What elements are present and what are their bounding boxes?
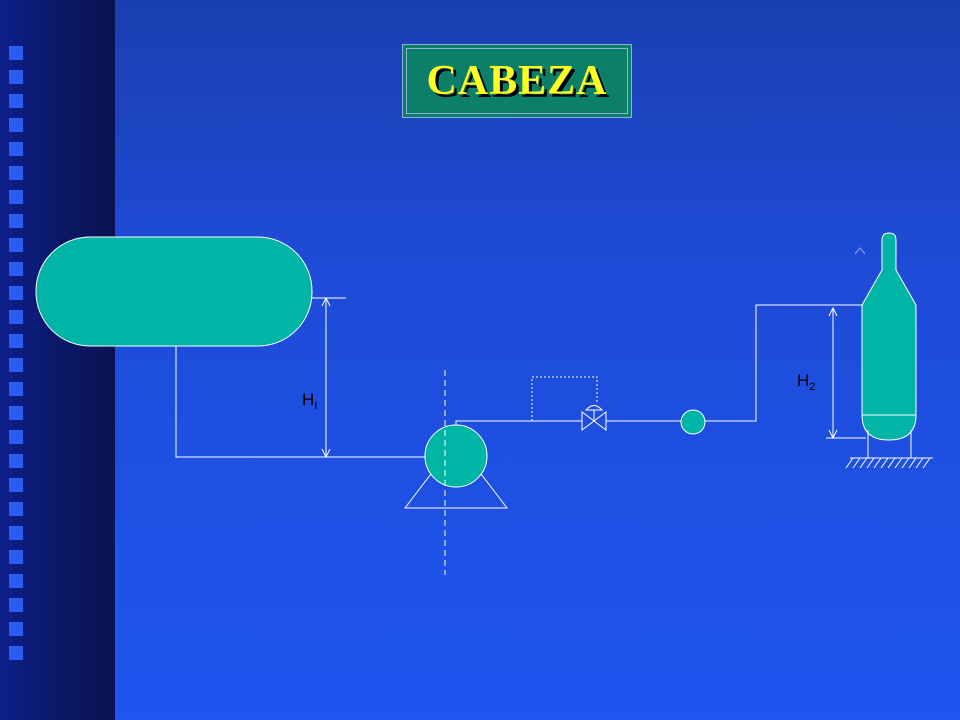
ground-hatch: [845, 457, 931, 469]
sidebar-square: [9, 70, 23, 84]
valve-actuator: [584, 405, 604, 411]
sidebar-square: [9, 94, 23, 108]
sidebar-square: [9, 190, 23, 204]
bypass-line: [531, 376, 598, 421]
left-decor-bar: [0, 0, 115, 720]
sidebar-square: [9, 238, 23, 252]
sidebar-square: [9, 622, 23, 636]
sidebar-square: [9, 334, 23, 348]
sidebar-square: [9, 550, 23, 564]
h1-label: HI: [302, 390, 317, 412]
title-box: CABEZA: [402, 44, 632, 118]
sidebar-square: [9, 574, 23, 588]
sidebar-square: [9, 406, 23, 420]
vertical-vessel: [861, 232, 917, 441]
caret-mark: [854, 247, 866, 255]
sidebar-square: [9, 358, 23, 372]
sidebar-square: [9, 214, 23, 228]
h2-label: H2: [797, 371, 815, 393]
pump: [424, 424, 488, 488]
suction-pipe: [175, 346, 448, 458]
storage-tank: [35, 236, 313, 347]
sidebar-square: [9, 502, 23, 516]
sidebar-square: [9, 454, 23, 468]
slide-title: CABEZA: [426, 58, 608, 104]
sidebar-square: [9, 382, 23, 396]
sidebar-square: [9, 430, 23, 444]
sidebar-square: [9, 262, 23, 276]
discharge-pipe: [455, 420, 582, 425]
sidebar-square: [9, 142, 23, 156]
sidebar-square: [9, 526, 23, 540]
sidebar-square: [9, 286, 23, 300]
sidebar-square: [9, 478, 23, 492]
sidebar-square: [9, 118, 23, 132]
sidebar-square: [9, 46, 23, 60]
flow-instrument: [680, 409, 706, 435]
control-valve: [581, 411, 607, 431]
discharge-pipe-3: [705, 304, 862, 422]
sidebar-square: [9, 166, 23, 180]
sidebar-square: [9, 646, 23, 660]
h1-arrow-bottom: [321, 448, 331, 459]
sidebar-square: [9, 598, 23, 612]
h1-arrow-top: [321, 296, 331, 307]
h2-arrow-top: [828, 306, 838, 317]
sidebar-square: [9, 310, 23, 324]
